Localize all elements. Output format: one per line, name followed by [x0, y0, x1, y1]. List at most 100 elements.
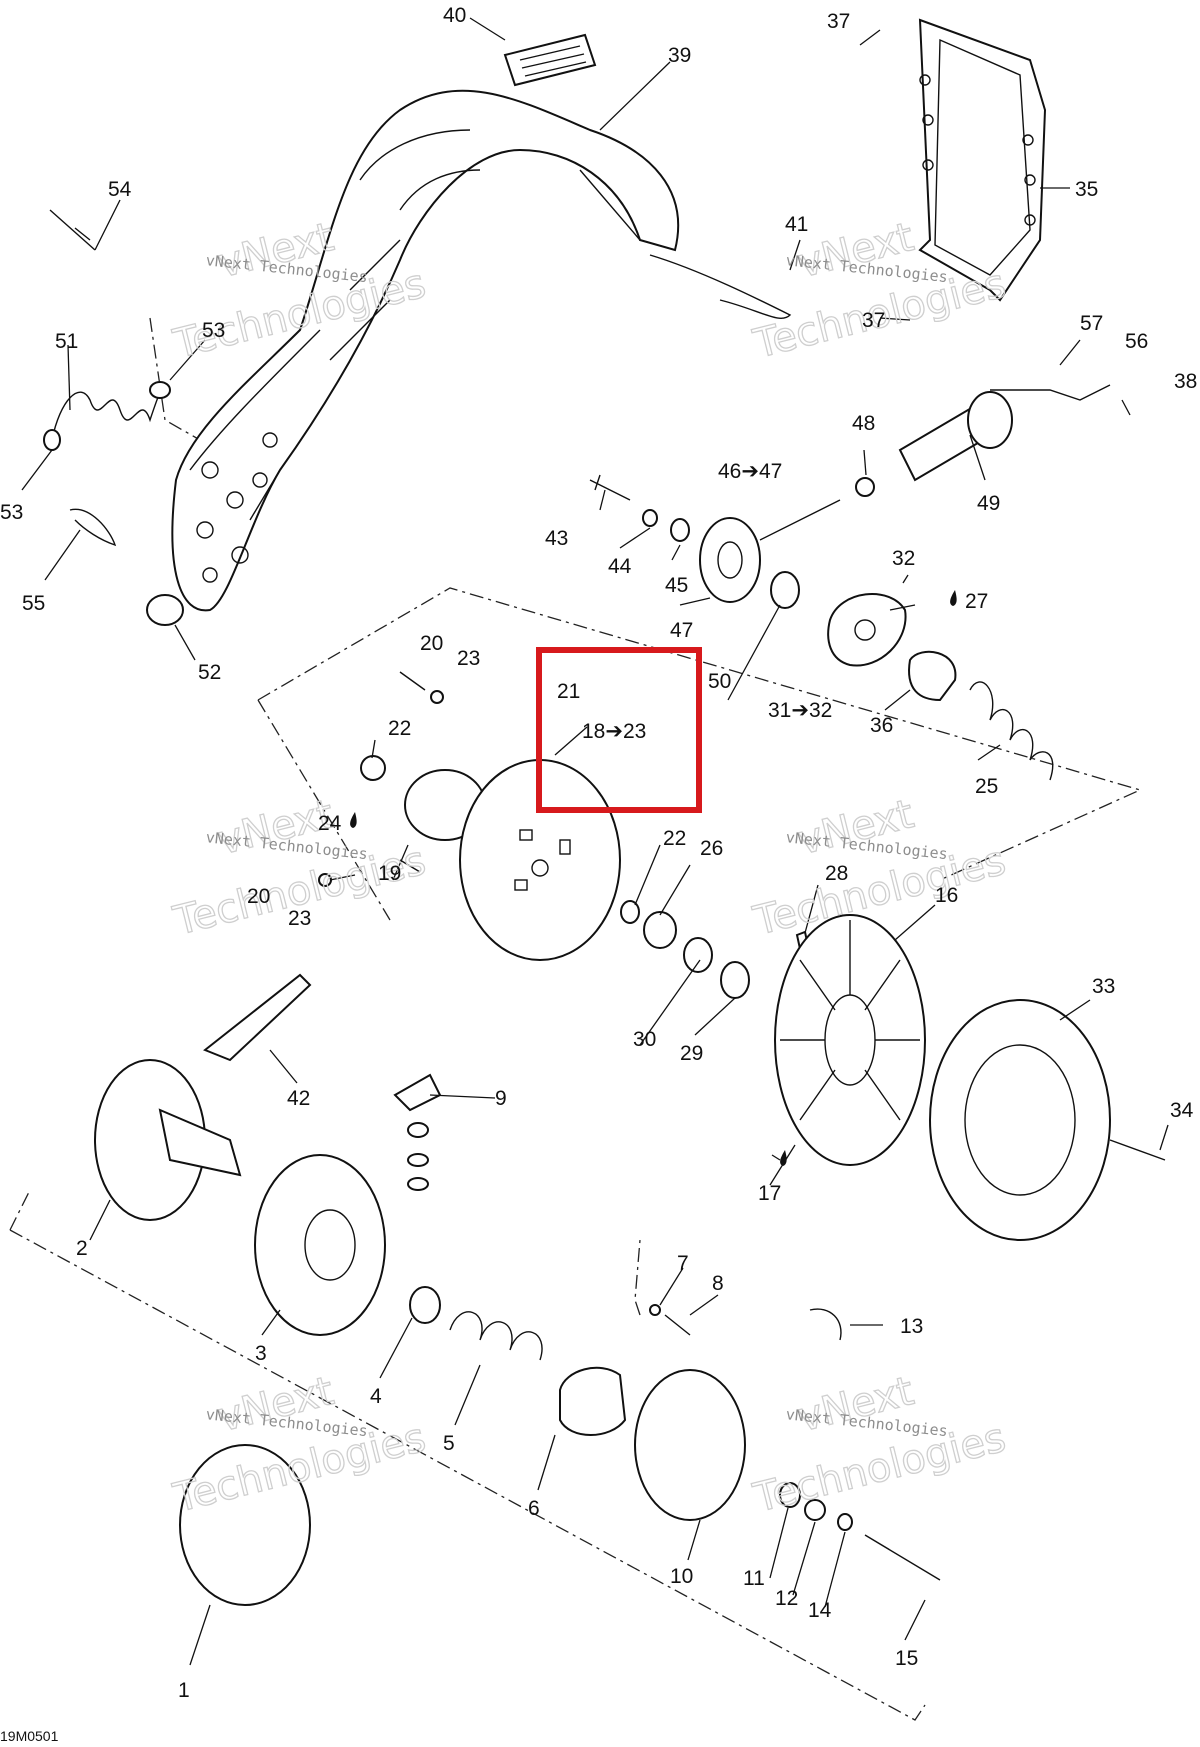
callout-7: 7 — [677, 1252, 689, 1275]
washer-part-11 — [779, 1482, 801, 1508]
washer-part-29 — [720, 961, 750, 999]
callout-19: 19 — [378, 862, 401, 885]
callout-42: 42 — [287, 1087, 310, 1110]
callout-25: 25 — [975, 775, 998, 798]
callout-57: 57 — [1080, 312, 1103, 335]
callout-38: 38 — [1174, 370, 1197, 393]
clip-part-55 — [69, 508, 117, 547]
drawing-code: 19M0501 — [0, 1728, 59, 1744]
callout-3: 3 — [255, 1342, 267, 1365]
callout-29: 29 — [680, 1042, 703, 1065]
callout-14: 14 — [808, 1599, 832, 1622]
callout-53: 53 — [202, 319, 225, 342]
bolt-part-15 — [864, 1534, 941, 1581]
washer-part-26 — [643, 911, 677, 949]
callout-45: 45 — [665, 574, 688, 597]
callout-54: 54 — [108, 178, 132, 201]
callout-17: 17 — [758, 1182, 781, 1205]
lubricant-icons — [350, 590, 957, 1166]
callout-24: 24 — [318, 812, 342, 835]
callout-22: 22 — [388, 717, 411, 740]
oil-drop-icon — [780, 1150, 787, 1166]
clip-part-41 — [649, 254, 792, 319]
callout-15: 15 — [895, 1647, 918, 1670]
callout-32: 32 — [892, 547, 915, 570]
o-ring-part-22b — [620, 900, 640, 924]
ring-part-50 — [770, 571, 800, 609]
grommet-part-52 — [146, 594, 184, 626]
callout-27: 27 — [965, 590, 988, 613]
callout-4: 4 — [370, 1385, 382, 1408]
bolt-part-34 — [1109, 1139, 1166, 1161]
screw-part-8 — [664, 1314, 691, 1336]
spider-part-6 — [559, 1366, 627, 1436]
callout-34: 34 — [1170, 1099, 1194, 1122]
pin-part-54 — [49, 209, 96, 251]
shaft-part-49 — [898, 384, 1111, 482]
bracket-part-35 — [918, 18, 1047, 302]
callout-56: 56 — [1125, 330, 1148, 353]
sheave-part-2 — [94, 1059, 242, 1221]
cable-part-51 — [43, 381, 171, 451]
seal-part-13 — [809, 1308, 842, 1341]
callout-37b: 37 — [862, 309, 885, 332]
plate-part-33 — [929, 999, 1111, 1241]
callout-51: 51 — [55, 330, 78, 353]
nut-part-12 — [804, 1499, 826, 1521]
cover-part-10 — [634, 1369, 746, 1521]
sheave-part-3 — [254, 1154, 386, 1336]
watermark-middle-right: vNext vNext Technologies Technologies — [748, 791, 1011, 946]
callout-50: 50 — [708, 670, 731, 693]
shoe-part-42 — [203, 973, 312, 1062]
washer-part-30 — [683, 937, 713, 973]
callout-16: 16 — [935, 884, 958, 907]
callout-44: 44 — [608, 555, 632, 578]
callout-23b: 23 — [288, 907, 311, 930]
callout-46-47: 46➔47 — [718, 460, 782, 483]
watermark-bottom-right: vNext vNext Technologies Technologies — [748, 1368, 1011, 1523]
callout-22b: 22 — [663, 827, 686, 850]
spring-part-5 — [449, 1311, 543, 1361]
sheave-part-16 — [774, 914, 926, 1166]
washer-part-44 — [642, 509, 658, 527]
guard-part-39 — [171, 89, 680, 612]
washer-part-45 — [670, 518, 690, 542]
bolt-part-43 — [589, 474, 631, 501]
callout-1: 1 — [178, 1679, 190, 1702]
oil-drop-icon — [950, 590, 957, 606]
washer-part-14 — [837, 1513, 853, 1531]
callout-31-32: 31➔32 — [768, 699, 832, 722]
cam-part-31 — [827, 593, 907, 667]
callout-20: 20 — [420, 632, 443, 655]
callout-33: 33 — [1092, 975, 1115, 998]
callout-35: 35 — [1075, 178, 1098, 201]
cap-part-1 — [179, 1444, 311, 1606]
o-ring-part-22a — [360, 755, 386, 781]
callout-41: 41 — [785, 213, 808, 236]
callout-40: 40 — [443, 4, 466, 27]
callout-48: 48 — [852, 412, 875, 435]
callout-28: 28 — [825, 862, 848, 885]
washer-part-7 — [649, 1304, 661, 1316]
callout-6: 6 — [528, 1497, 540, 1520]
callout-9: 9 — [495, 1087, 507, 1110]
callout-10: 10 — [670, 1565, 693, 1588]
spring-part-25 — [969, 681, 1054, 781]
callout-52: 52 — [198, 661, 221, 684]
callout-37: 37 — [827, 10, 850, 33]
callout-26: 26 — [700, 837, 723, 860]
callout-47: 47 — [670, 619, 693, 642]
bearing-part-47 — [699, 499, 841, 603]
callout-18-23: 18➔23 — [582, 720, 646, 743]
callout-55: 55 — [22, 592, 45, 615]
ring-part-4 — [409, 1286, 441, 1324]
callout-30: 30 — [633, 1028, 656, 1051]
highlight-box — [536, 647, 702, 813]
bushing-part-36 — [908, 650, 957, 702]
callout-21: 21 — [557, 680, 580, 703]
nut-part-48 — [855, 477, 875, 497]
callout-49: 49 — [977, 492, 1000, 515]
callout-11: 11 — [743, 1567, 765, 1590]
callout-2: 2 — [76, 1237, 88, 1260]
